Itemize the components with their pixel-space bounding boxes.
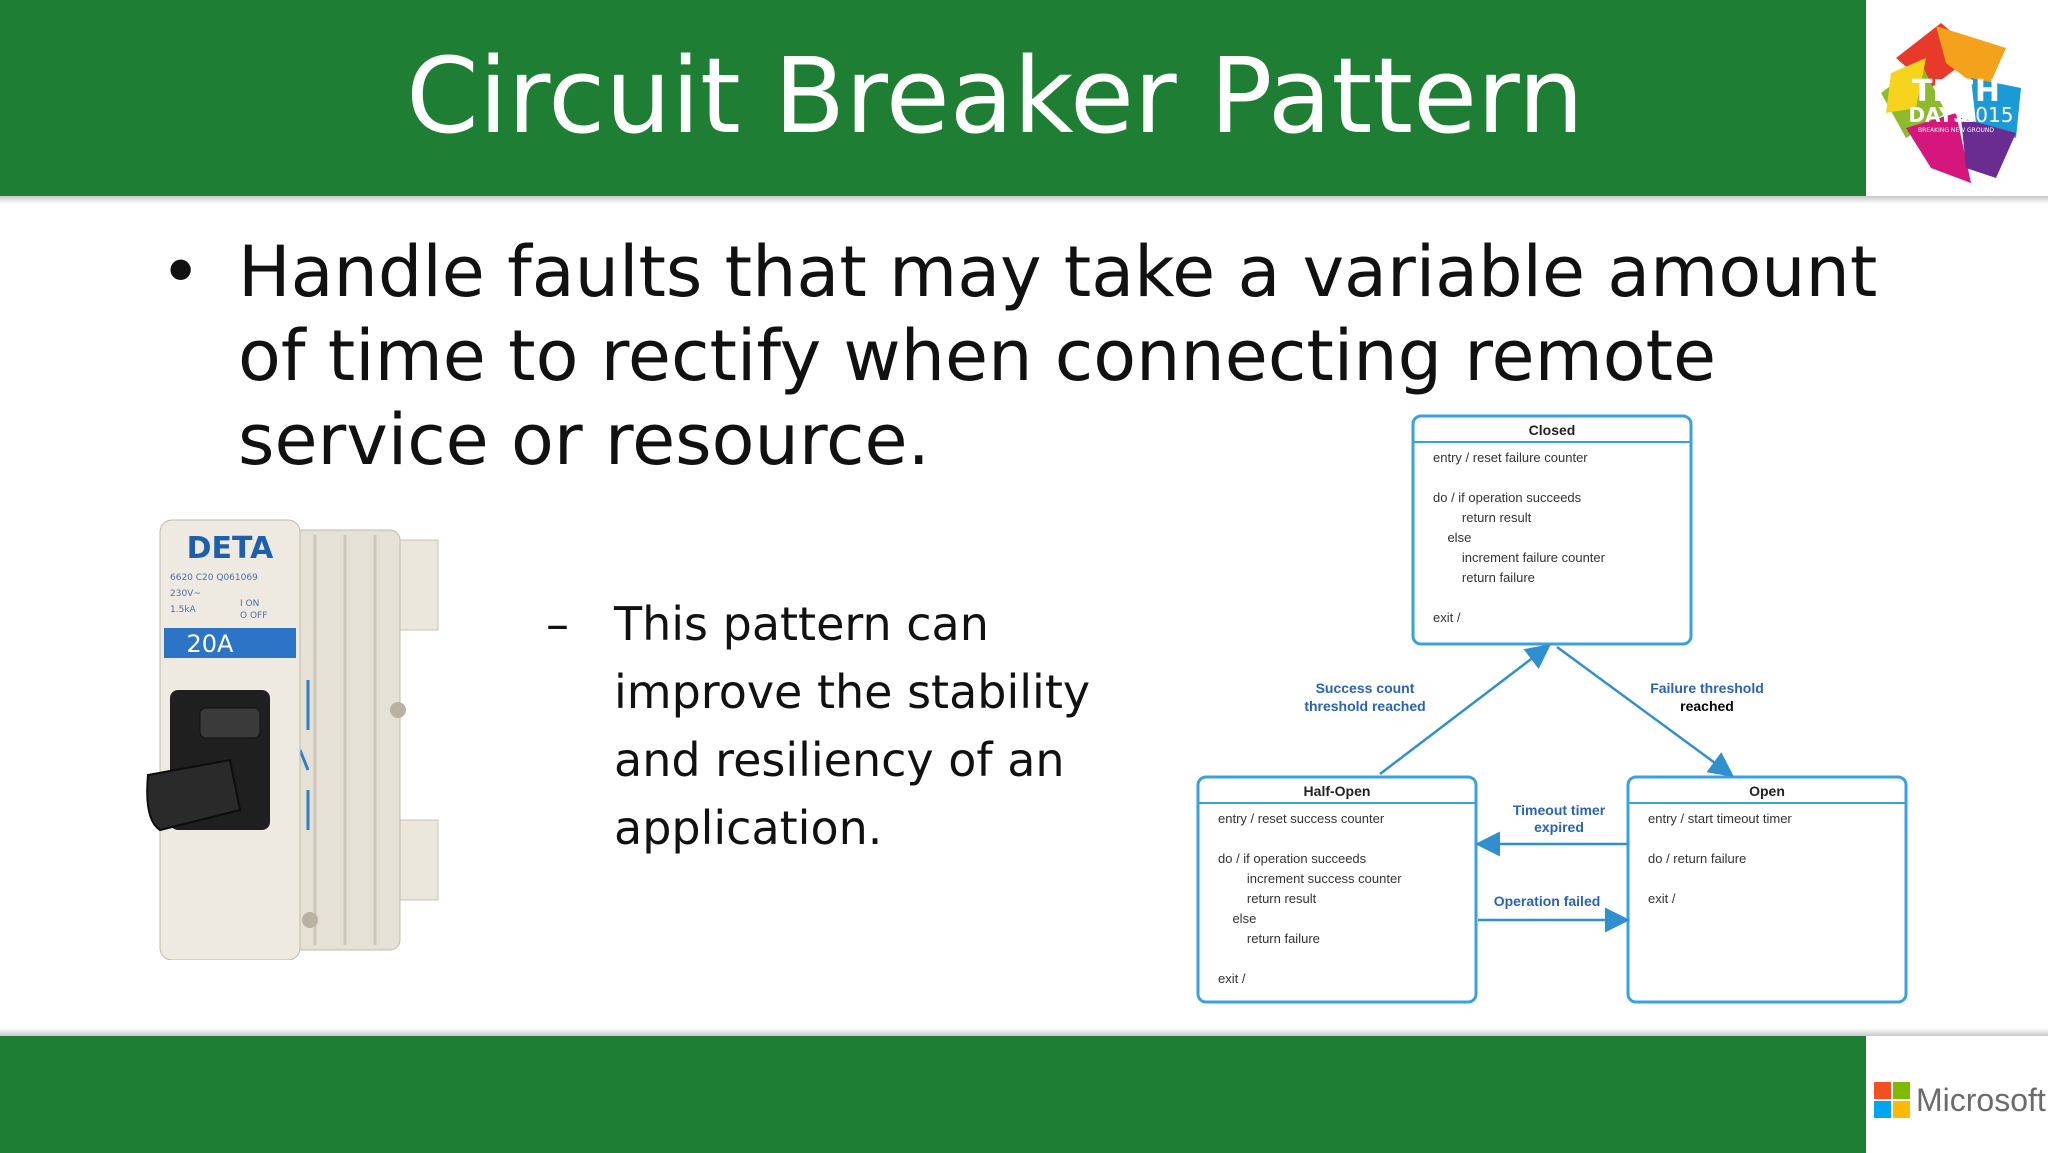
state-diagram: Closed entry / reset failure counter do … xyxy=(1196,414,1908,1004)
transition-failure-arrow xyxy=(1556,645,1735,777)
breaker-off-label: O OFF xyxy=(240,611,267,621)
footer-bar xyxy=(0,1036,1866,1153)
slide-title: Circuit Breaker Pattern xyxy=(406,35,1584,157)
success-threshold-label: threshold reached xyxy=(1304,698,1425,714)
success-threshold-label: Success count xyxy=(1316,680,1415,696)
closed-state-line: entry / reset failure counter xyxy=(1433,450,1588,465)
open-state-line: exit / xyxy=(1648,891,1676,906)
half-open-state-line: increment success counter xyxy=(1218,871,1402,886)
footer-shadow xyxy=(0,1028,2048,1036)
logo-year: 2015 xyxy=(1963,103,2014,127)
breaker-rating: 20A xyxy=(187,630,235,658)
open-state-title: Open xyxy=(1749,783,1785,799)
title-bar xyxy=(0,0,1866,196)
half-open-state-line: entry / reset success counter xyxy=(1218,811,1385,826)
closed-state-line: do / if operation succeeds xyxy=(1433,490,1582,505)
logo-tagline: BREAKING NEW GROUND xyxy=(1918,127,1994,134)
main-bullet-text: Handle faults that may take a variable a… xyxy=(238,231,1878,481)
bullet-marker: • xyxy=(160,231,202,313)
operation-failed-label: Operation failed xyxy=(1494,893,1601,909)
half-open-state-title: Half-Open xyxy=(1304,783,1371,799)
timeout-label: Timeout timer xyxy=(1513,802,1606,818)
microsoft-logo-icon xyxy=(1874,1082,1910,1118)
breaker-capacity: 1.5kA xyxy=(170,605,197,615)
sub-bullet-text: This pattern can improve the stability a… xyxy=(614,597,1091,855)
tech-days-logo: TECH DAYS 2015 BREAKING NEW GROUND xyxy=(1881,23,2021,183)
breaker-brand: DETA xyxy=(187,531,275,566)
open-state-line: do / return failure xyxy=(1648,851,1746,866)
logo-line1: TECH xyxy=(1912,74,2000,109)
failure-threshold-label: reached xyxy=(1680,698,1734,714)
breaker-model: 6620 C20 Q061069 xyxy=(170,573,258,583)
half-open-state-line: return failure xyxy=(1218,931,1320,946)
transition-success-arrow xyxy=(1379,643,1551,775)
closed-state-line: return failure xyxy=(1433,570,1535,585)
timeout-label: expired xyxy=(1534,819,1584,835)
half-open-state-line: return result xyxy=(1218,891,1317,906)
half-open-state-line: do / if operation succeeds xyxy=(1218,851,1367,866)
closed-state-title: Closed xyxy=(1529,422,1576,438)
circuit-breaker-image: DETA 6620 C20 Q061069 230V~ 1.5kA I ON O… xyxy=(146,519,439,960)
microsoft-wordmark: Microsoft xyxy=(1916,1082,2046,1118)
breaker-voltage: 230V~ xyxy=(170,589,201,599)
closed-state: Closed entry / reset failure counter do … xyxy=(1411,414,1693,646)
open-state-line: entry / start timeout timer xyxy=(1648,811,1792,826)
failure-threshold-label: Failure threshold xyxy=(1650,680,1764,696)
half-open-state-line: exit / xyxy=(1218,971,1246,986)
closed-state-line: increment failure counter xyxy=(1433,550,1606,565)
title-bar-shadow xyxy=(0,196,2048,204)
logo-line2: DAYS xyxy=(1908,103,1967,127)
sub-bullet-marker: – xyxy=(546,597,569,651)
closed-state-line: return result xyxy=(1433,510,1532,525)
closed-state-line: else xyxy=(1433,530,1471,545)
half-open-state: Half-Open entry / reset success counter … xyxy=(1196,775,1478,1004)
breaker-on-label: I ON xyxy=(240,599,259,609)
closed-state-line: exit / xyxy=(1433,610,1461,625)
half-open-state-line: else xyxy=(1218,911,1256,926)
open-state: Open entry / start timeout timer do / re… xyxy=(1626,775,1908,1004)
